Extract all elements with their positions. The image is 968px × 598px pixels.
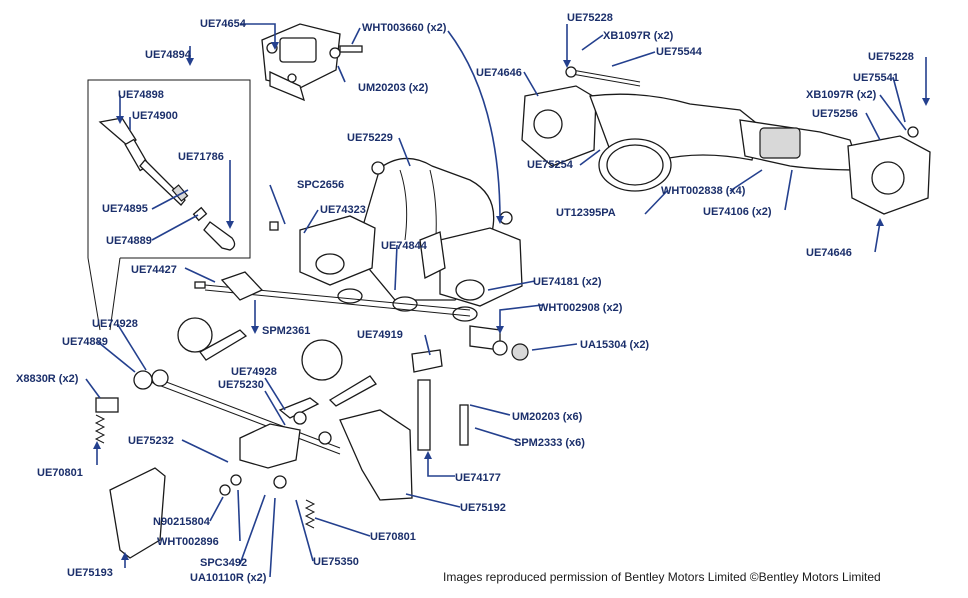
part-label-ut12395pa: UT12395PA (556, 207, 616, 219)
part-label-xb1097r-right: XB1097R (x2) (806, 89, 877, 101)
inset-frame (87, 79, 251, 259)
part-label-ue75350: UE75350 (313, 556, 359, 568)
part-label-ue75254: UE75254 (527, 159, 573, 171)
part-label-ue74919: UE74919 (357, 329, 403, 341)
part-label-spc2656: SPC2656 (297, 179, 345, 191)
copyright-credit: Images reproduced permission of Bentley … (443, 570, 881, 584)
part-label-ue74654: UE74654 (200, 18, 246, 30)
part-label-spm2333: SPM2333 (x6) (514, 437, 585, 449)
part-label-ue74900: UE74900 (132, 110, 178, 122)
part-label-ue74889: UE74889 (106, 235, 152, 247)
part-label-ue74844: UE74844 (381, 240, 427, 252)
part-label-spm2361: SPM2361 (262, 325, 311, 337)
part-label-ue75229: UE75229 (347, 132, 393, 144)
part-label-wht002838: WHT002838 (x4) (661, 185, 746, 197)
part-label-wht002896: WHT002896 (157, 536, 219, 548)
return-springs (94, 397, 316, 529)
part-label-ue75192: UE75192 (460, 502, 506, 514)
inset-rod-assembly (98, 117, 236, 251)
part-label-ue74323: UE74323 (320, 204, 366, 216)
bolt-small (329, 45, 363, 59)
part-label-um20203-x6: UM20203 (x6) (512, 411, 583, 423)
part-label-x8830r: X8830R (x2) (16, 373, 79, 385)
part-label-wht002908: WHT002908 (x2) (538, 302, 623, 314)
connecting-links (411, 349, 469, 451)
part-label-ua15304: UA15304 (x2) (580, 339, 650, 351)
part-label-ue75256: UE75256 (812, 108, 858, 120)
part-label-ue75232: UE75232 (128, 435, 174, 447)
linkage-rods (133, 329, 377, 455)
arrowheads (93, 42, 930, 560)
part-label-ue74181: UE74181 (x2) (533, 276, 602, 288)
part-label-n90215804: N90215804 (153, 516, 210, 528)
part-label-ue74928: UE74928 (92, 318, 138, 330)
part-label-um20203-x2: UM20203 (x2) (358, 82, 429, 94)
part-label-ue74889-lower: UE74889 (62, 336, 108, 348)
part-label-ue75544: UE75544 (656, 46, 702, 58)
part-label-ue74427: UE74427 (131, 264, 177, 276)
adaptor-bracket (261, 23, 341, 102)
part-label-ua10110r: UA10110R (x2) (190, 572, 267, 584)
part-label-ue75541: UE75541 (853, 72, 899, 84)
part-label-ue74177: UE74177 (455, 472, 501, 484)
throttle-spindles (204, 271, 529, 361)
part-label-ue70801: UE70801 (37, 467, 83, 479)
part-label-ue74894: UE74894 (145, 49, 191, 61)
part-label-spc3492: SPC3492 (200, 557, 248, 569)
part-label-ue75193: UE75193 (67, 567, 113, 579)
leader-lines (85, 23, 927, 578)
part-label-ue74928-lower: UE74928 (231, 366, 277, 378)
air-intake-pipe (521, 66, 931, 215)
butterfly-plates (177, 288, 478, 381)
part-label-ue71786: UE71786 (178, 151, 224, 163)
part-label-ue75228-right: UE75228 (868, 51, 914, 63)
bellcrank-bracket (239, 397, 332, 469)
part-label-ue74646: UE74646 (476, 67, 522, 79)
part-label-ue70801-lower: UE70801 (370, 531, 416, 543)
part-label-ue74646-right: UE74646 (806, 247, 852, 259)
part-label-ue75228: UE75228 (567, 12, 613, 24)
part-label-ue75230: UE75230 (218, 379, 264, 391)
part-label-xb1097r: XB1097R (x2) (603, 30, 674, 42)
mounting-brackets (109, 409, 413, 559)
part-label-ue74895: UE74895 (102, 203, 148, 215)
part-label-ue74898: UE74898 (118, 89, 164, 101)
part-label-ue74106: UE74106 (x2) (703, 206, 772, 218)
part-label-wht003660: WHT003660 (x2) (362, 22, 447, 34)
throttle-body (299, 157, 523, 307)
